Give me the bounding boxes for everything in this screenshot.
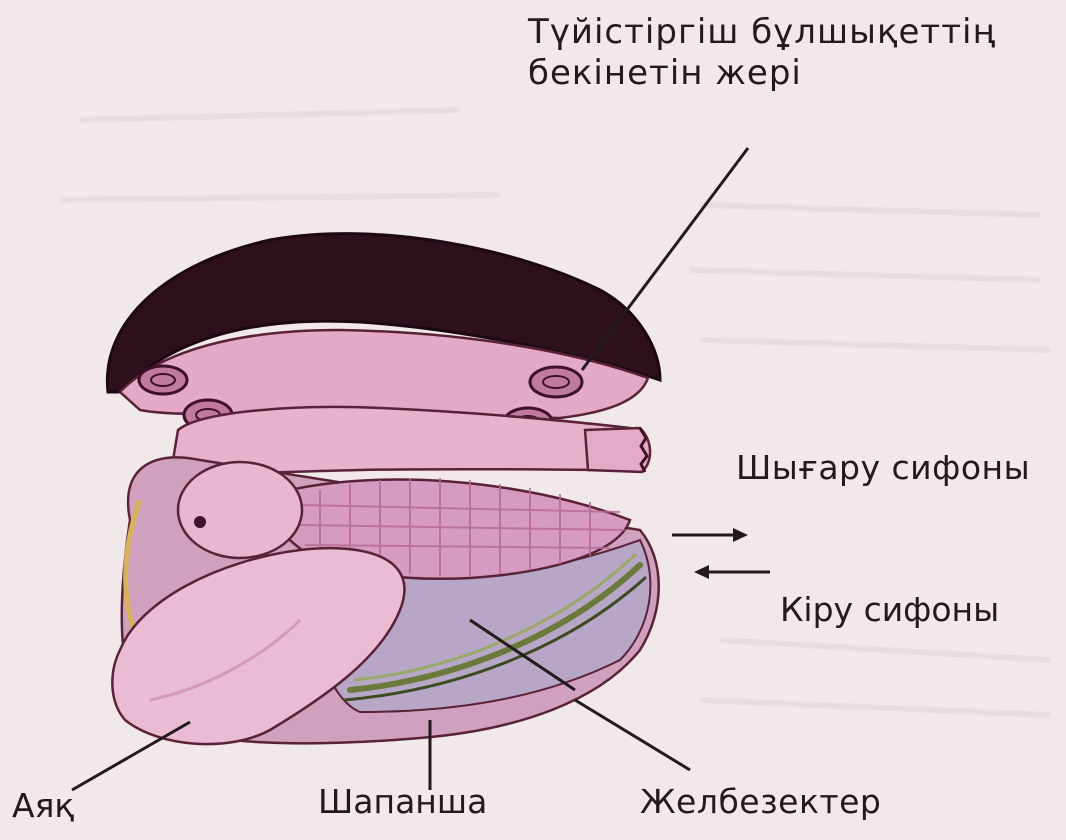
exhalant-siphon-label: Шығару сифоны: [736, 448, 1030, 488]
gills-label: Желбезектер: [640, 782, 881, 822]
visceral-mass: [178, 462, 302, 558]
mouth-spot: [194, 516, 206, 528]
pointer-adductor: [582, 148, 748, 370]
adductor-attachment-label: Түйістіргіш бұлшықеттің бекінетін жері: [528, 12, 996, 95]
inhalant-siphon-label: Кіру сифоны: [780, 590, 999, 630]
mantle-label: Шапанша: [318, 782, 487, 822]
pointer-gills: [575, 700, 690, 770]
inhalant-arrow: [694, 565, 770, 579]
exhalant-arrow: [672, 528, 748, 542]
adductor-label-line1: Түйістіргіш бұлшықеттің: [528, 12, 996, 53]
pointer-foot: [72, 722, 190, 790]
adductor-label-line2: бекінетін жері: [528, 53, 996, 94]
foot-label: Аяқ: [12, 786, 74, 826]
